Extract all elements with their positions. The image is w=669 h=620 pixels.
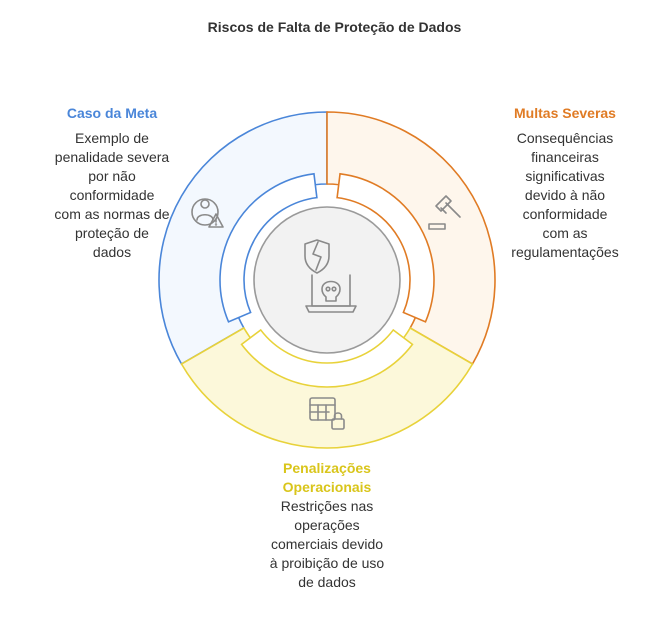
multas-text-block: Multas Severas Consequências financeiras… xyxy=(475,104,655,262)
meta-inner-segment xyxy=(219,172,318,323)
meta-heading: Caso da Meta xyxy=(66,105,158,121)
penal-heading: Penalizações Operacionais xyxy=(282,460,372,495)
locked-table-icon xyxy=(309,397,345,430)
gavel-icon xyxy=(428,195,461,230)
diagram-title: Riscos de Falta de Proteção de Dados xyxy=(207,19,462,35)
center-icon-group xyxy=(304,239,357,313)
penal-description: Restrições nas operações comerciais devi… xyxy=(269,498,385,590)
meta-text-block: Caso da Meta Exemplo de penalidade sever… xyxy=(22,104,202,262)
multas-heading: Multas Severas xyxy=(514,105,616,121)
broken-shield-icon xyxy=(304,239,330,274)
multas-inner-segment xyxy=(336,172,435,323)
meta-description: Exemplo de penalidade severa por não con… xyxy=(54,130,170,260)
inner-ring xyxy=(219,172,435,388)
skull-laptop-icon xyxy=(305,274,357,313)
penal-text-block: Penalizações Operacionais Restrições nas… xyxy=(237,459,417,592)
user-warning-icon xyxy=(191,198,224,228)
center-circle xyxy=(253,206,401,354)
multas-description: Consequências financeiras significativas… xyxy=(511,130,619,260)
penal-inner-segment xyxy=(240,328,414,388)
